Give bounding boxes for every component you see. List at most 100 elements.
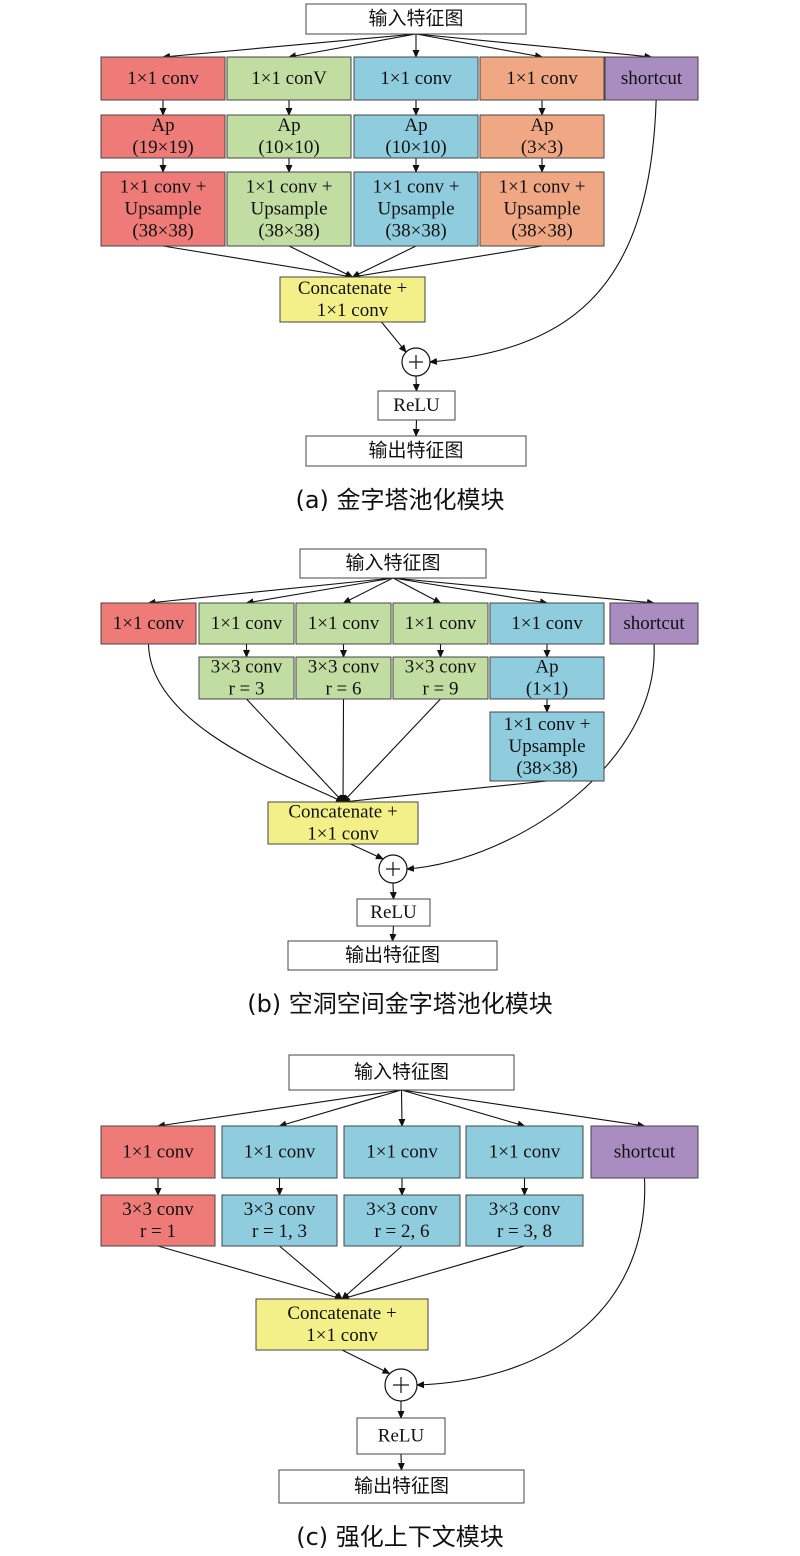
panel-c-arrow-d1-to-cat <box>157 1245 343 1301</box>
panel-b-d3-rect <box>295 656 392 700</box>
panel-b-d4-label-1: r = 9 <box>422 679 458 700</box>
panel-a-cat-box: Concatenate +1×1 conv <box>279 276 426 323</box>
panel-c-cat-label-1: 1×1 conv <box>306 1325 378 1346</box>
panel-a-output-rect <box>305 435 527 467</box>
panel-c-relu-rect <box>356 1417 446 1455</box>
panel-c-add-operator <box>384 1368 418 1402</box>
panel-a-c4-box: 1×1 conv <box>479 56 605 101</box>
panel-a-arrow-up1-to-cat <box>162 245 354 280</box>
panel-b-arrow-sc-to-plus <box>406 643 655 872</box>
panel-a-c3-rect <box>353 56 479 101</box>
panel-c-d1-rect <box>100 1194 216 1247</box>
panel-a-c2-rect <box>226 56 352 101</box>
panel-a-ap3-rect <box>353 114 479 159</box>
panel-c-d1-label-0: 3×3 conv <box>122 1199 194 1220</box>
panel-c-input-label-0: 输入特征图 <box>354 1061 449 1083</box>
panel-a-caption: (a) 金字塔池化模块 <box>295 486 504 514</box>
panel-a-relu-box: ReLU <box>377 390 456 421</box>
panel-c-cat-label-0: Concatenate + <box>287 1303 396 1324</box>
panel-b-d3-label-0: 3×3 conv <box>308 657 380 678</box>
panel-b-caption: (b) 空洞空间金字塔池化模块 <box>247 990 553 1018</box>
panel-c-c4-label-0: 1×1 conv <box>489 1142 561 1163</box>
panel-a-c2-box: 1×1 conV <box>226 56 352 101</box>
panel-a-up4-rect <box>479 171 605 247</box>
panel-b-arrow-input-to-c2 <box>245 577 394 606</box>
panel-b-d4-label-0: 3×3 conv <box>405 657 477 678</box>
panel-c-d2-label-1: r = 1, 3 <box>252 1221 307 1242</box>
panel-c-arrow-input-to-c2 <box>278 1089 402 1128</box>
panel-a-up2-rect <box>226 171 352 247</box>
panel-a-c1-rect <box>100 56 226 101</box>
panel-b-arrow-input-to-c1 <box>147 577 394 606</box>
panel-b-c5-label-0: 1×1 conv <box>511 613 583 634</box>
panel-c-c4-rect <box>465 1125 584 1179</box>
panel-a-ap3-box: Ap(10×10) <box>353 114 479 159</box>
panel-a-ap2-label-0: Ap <box>277 115 300 136</box>
panel-a-ap1-box: Ap(19×19) <box>100 114 226 159</box>
panel-c-output-box: 输出特征图 <box>278 1469 525 1504</box>
panel-b-relu-box: ReLU <box>356 898 431 927</box>
panel-c-c1-label-0: 1×1 conv <box>122 1142 194 1163</box>
panel-a-up4-label-0: 1×1 conv + <box>499 177 586 198</box>
panel-b-input-rect <box>299 548 487 579</box>
panel-c-d4-label-1: r = 3, 8 <box>497 1221 552 1242</box>
panel-a-up3-label-2: (38×38) <box>385 221 446 242</box>
panel-b-c1-label-0: 1×1 conv <box>113 613 185 634</box>
panel-a-arrow-input-to-sc <box>415 33 653 60</box>
panel-a-arrow-input-to-c2 <box>288 33 417 60</box>
panel-c-cat-rect <box>255 1298 429 1351</box>
panel-b-arrow-cat-to-plus <box>350 843 384 860</box>
panel-c-c3-rect <box>343 1125 461 1179</box>
panel-b-c4-box: 1×1 conv <box>392 602 489 645</box>
panel-c-input-box: 输入特征图 <box>288 1054 515 1091</box>
panel-c-sc-rect <box>590 1125 699 1179</box>
panel-a-up1-label-2: (38×38) <box>132 221 193 242</box>
panel-b-up5-rect <box>489 711 605 782</box>
panel-a-up1-rect <box>100 171 226 247</box>
panel-c-c4-box: 1×1 conv <box>465 1125 584 1179</box>
panel-a-relu-label-0: ReLU <box>393 395 440 416</box>
panel-b-up5-label-0: 1×1 conv + <box>504 714 591 735</box>
panel-b-input-label-0: 输入特征图 <box>345 552 440 574</box>
panel-a-ap4-rect <box>479 114 605 159</box>
panel-b-sc-rect <box>609 602 699 645</box>
panel-a-ap2-label-1: (10×10) <box>258 137 319 158</box>
panel-a-sc-rect <box>604 56 699 101</box>
panel-c-output-label-0: 输出特征图 <box>354 1475 449 1497</box>
panel-b-c2-rect <box>198 602 295 645</box>
panel-b-arrow-input-to-c5 <box>392 577 548 606</box>
panel-a-c3-box: 1×1 conv <box>353 56 479 101</box>
panel-b-c3-rect <box>295 602 392 645</box>
panel-b-d3-label-1: r = 6 <box>325 679 361 700</box>
panel-a-arrow-plus-to-relu <box>412 375 420 392</box>
panel-b-c1-rect <box>100 602 197 645</box>
panel-a-up2-box: 1×1 conv +Upsample(38×38) <box>226 171 352 247</box>
panel-b-ap5-box: Ap(1×1) <box>489 656 605 700</box>
panel-c-d1-label-1: r = 1 <box>140 1221 176 1242</box>
panel-a-c4-label-0: 1×1 conv <box>506 68 578 89</box>
panel-a-up3-label-0: 1×1 conv + <box>373 177 460 198</box>
panel-c-d3-label-1: r = 2, 6 <box>374 1221 429 1242</box>
panel-c-arrow-input-to-sc <box>401 1089 646 1129</box>
panel-a-up2-label-1: Upsample <box>250 199 327 220</box>
panel-b-relu-rect <box>356 898 431 927</box>
panel-c-relu-box: ReLU <box>356 1417 446 1455</box>
panel-b-up5-label-1: Upsample <box>508 736 585 757</box>
panel-c-c1-rect <box>100 1125 216 1179</box>
panel-a-ap3-label-0: Ap <box>404 115 427 136</box>
panel-b-d2-label-1: r = 3 <box>228 679 264 700</box>
panel-a-arrow-input-to-c1 <box>162 33 417 60</box>
panel-b-c5-box: 1×1 conv <box>489 602 605 645</box>
panel-a-ap4-box: Ap(3×3) <box>479 114 605 159</box>
panel-c-arrow-d4-to-cat <box>341 1245 525 1301</box>
panel-c-d4-label-0: 3×3 conv <box>489 1199 561 1220</box>
panel-a-ap2-box: Ap(10×10) <box>226 114 352 159</box>
panel-a-c1-label-0: 1×1 conv <box>127 68 199 89</box>
panel-a-sc-box: shortcut <box>604 56 699 101</box>
panel-c-c2-label-0: 1×1 conv <box>244 1142 316 1163</box>
